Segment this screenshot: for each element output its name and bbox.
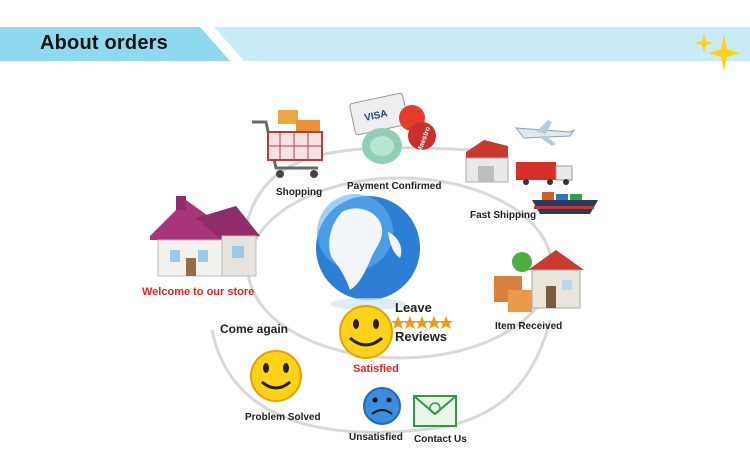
rating-stars xyxy=(391,316,453,329)
visa-card-label: VISA xyxy=(363,108,388,124)
shopping-cart-icon xyxy=(252,110,323,178)
truck-icon xyxy=(516,162,573,185)
page-title: About orders xyxy=(40,32,168,54)
welcome-house-icon xyxy=(150,196,260,277)
envelope-icon xyxy=(413,395,457,427)
globe-icon xyxy=(316,194,420,310)
satisfied-label: Satisfied xyxy=(353,363,399,375)
shopping-label: Shopping xyxy=(276,187,323,198)
problem-solved-smiley-icon xyxy=(250,350,302,402)
unsatisfied-label: Unsatisfied xyxy=(349,432,403,443)
payment-confirmed-label: Payment Confirmed xyxy=(347,181,442,192)
star-icon xyxy=(427,316,441,329)
item-received-label: Item Received xyxy=(495,321,563,332)
smiley-face-icon xyxy=(339,305,393,359)
star-icon xyxy=(439,316,453,329)
contact-us-label[interactable]: Contact Us xyxy=(414,434,467,445)
lower-orbit xyxy=(210,319,552,434)
star-icon xyxy=(415,316,429,329)
sparkle-icon xyxy=(694,33,740,71)
fast-shipping-label: Fast Shipping xyxy=(470,210,537,221)
come-again-label: Come again xyxy=(220,322,289,336)
leave-label: Leave xyxy=(395,300,432,315)
ship-icon xyxy=(532,192,598,214)
problem-solved-label: Problem Solved xyxy=(245,412,321,423)
header-banner: About orders xyxy=(0,27,750,61)
credit-cards-icon: VISA Maestro xyxy=(349,92,436,164)
airplane-icon xyxy=(514,120,576,146)
reviews-label: Reviews xyxy=(395,329,448,344)
star-icon xyxy=(391,316,405,329)
star-icon xyxy=(403,316,417,329)
banner-background xyxy=(0,27,750,61)
warehouse-icon xyxy=(465,140,509,183)
house-icon xyxy=(494,250,584,312)
welcome-label: Welcome to our store xyxy=(142,286,255,298)
sad-face-icon xyxy=(363,387,401,425)
